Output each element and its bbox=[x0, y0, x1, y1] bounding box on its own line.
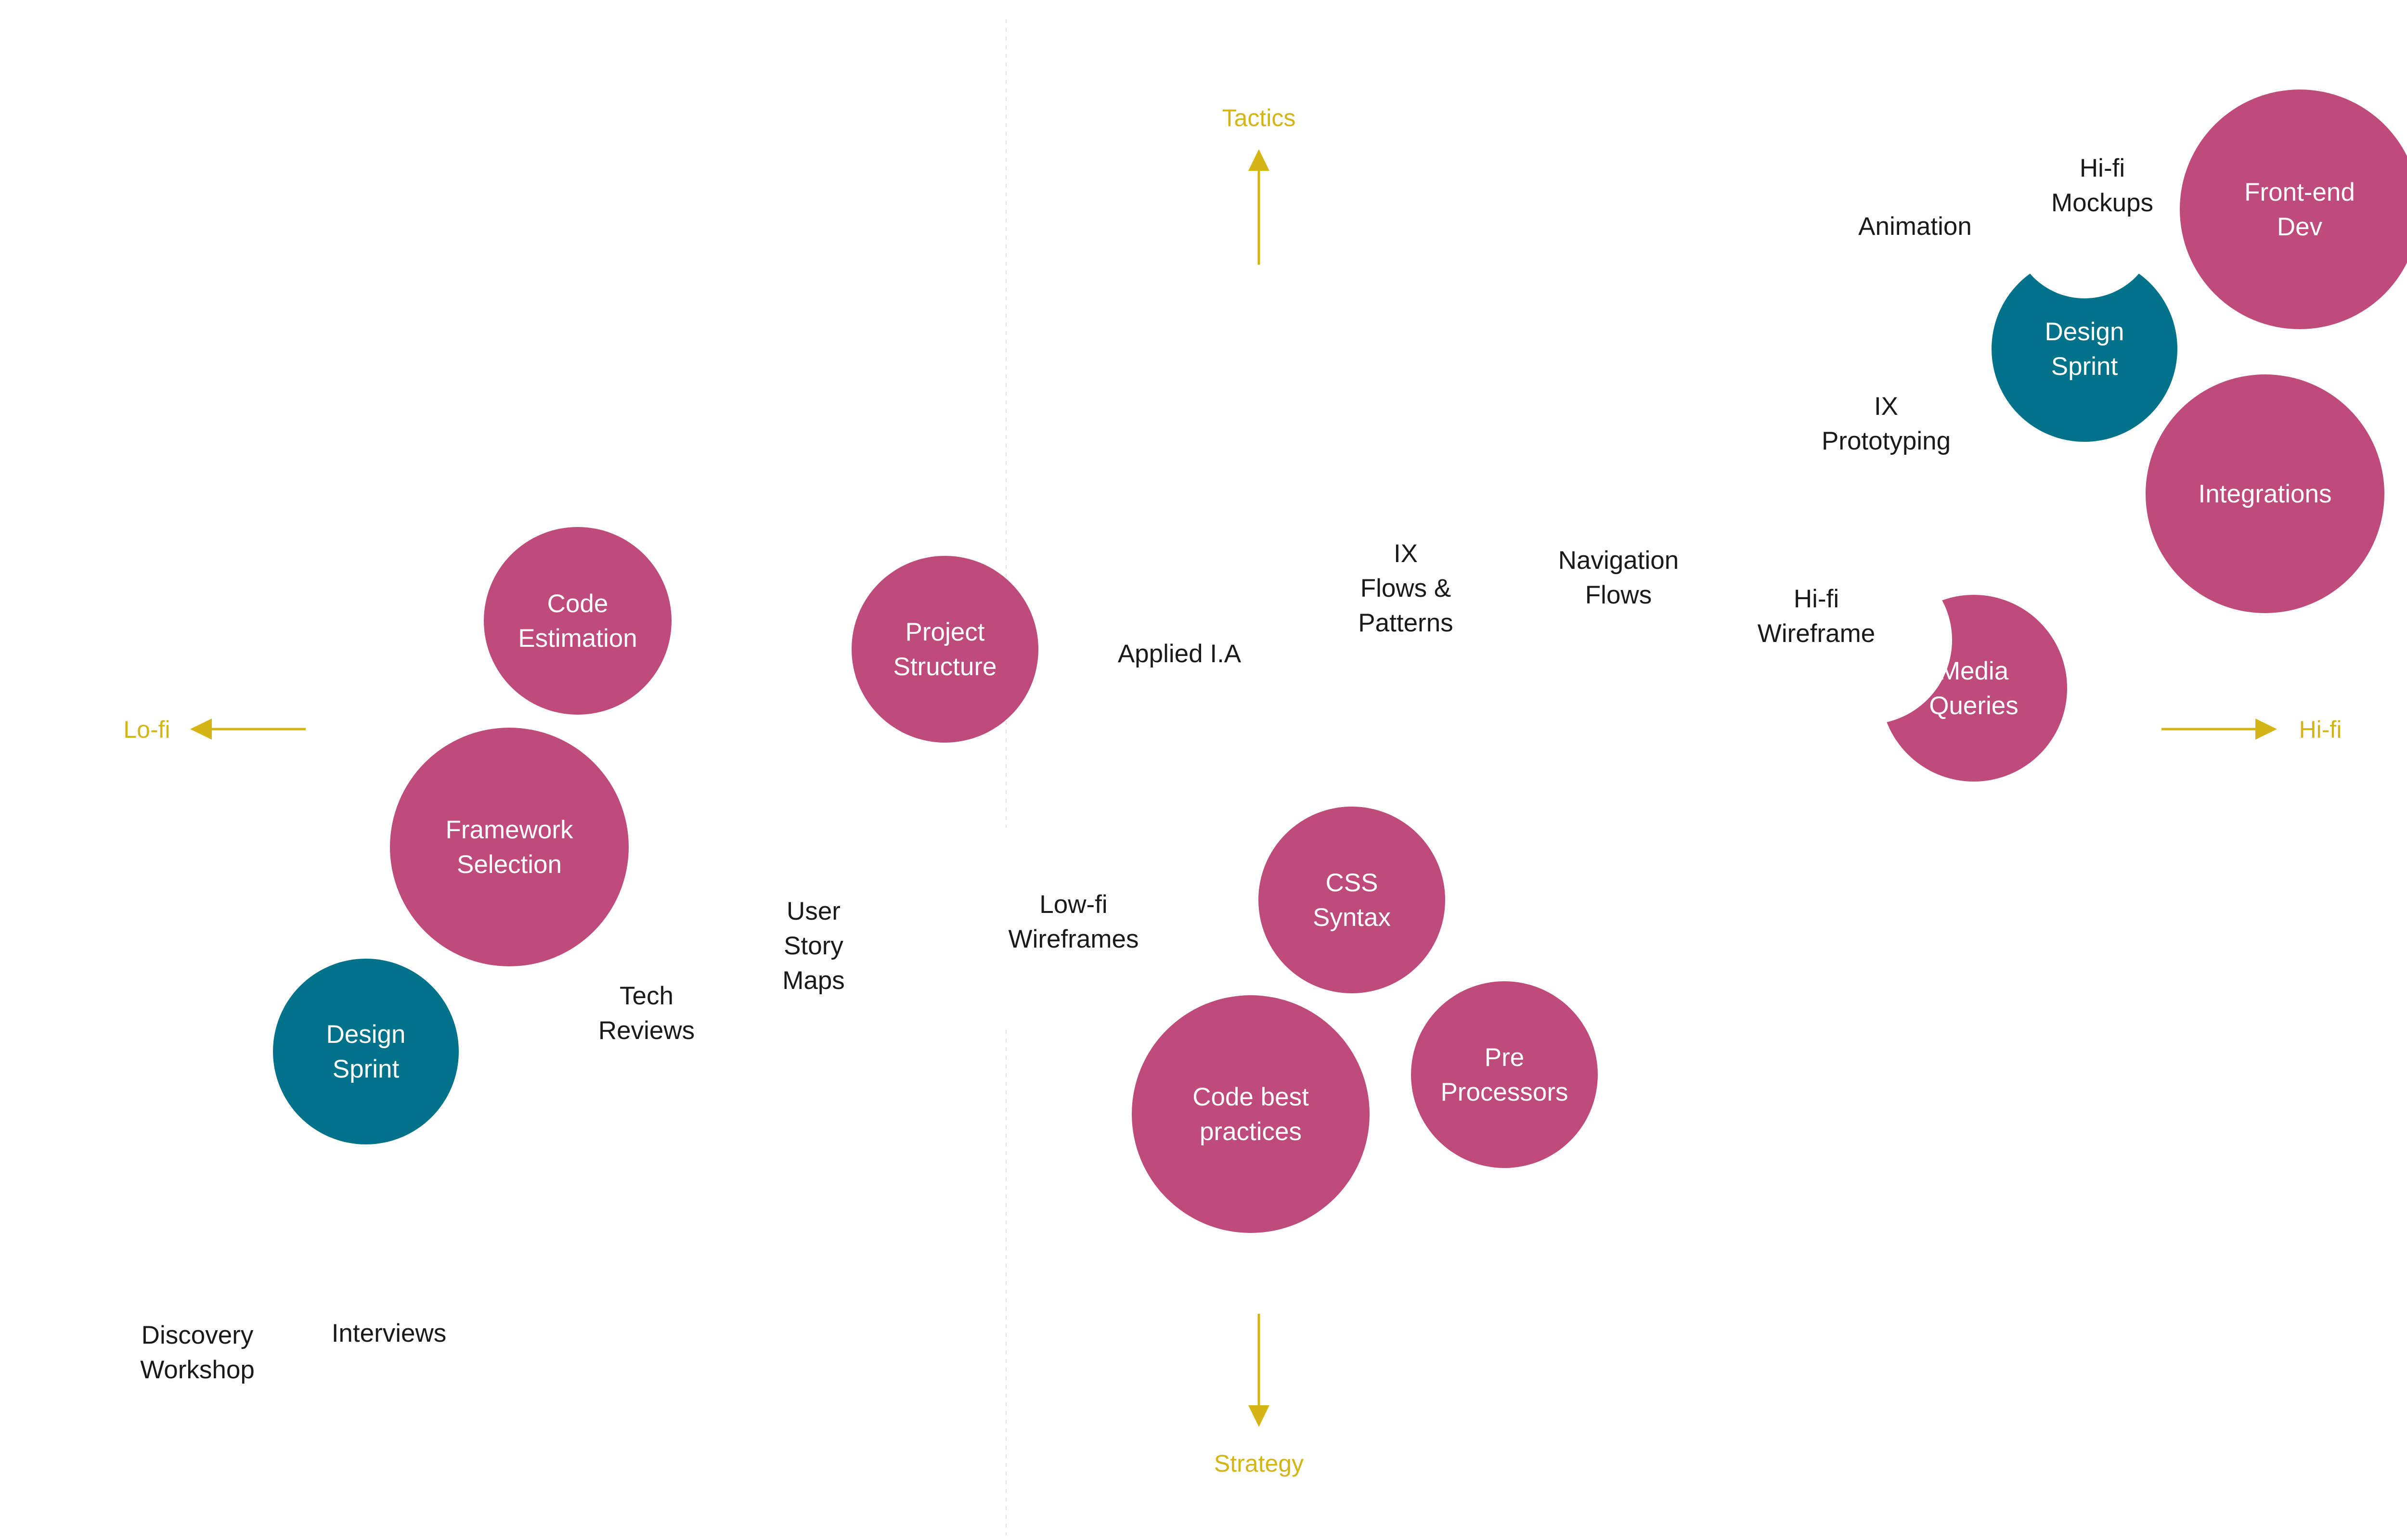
label-low-fi-wireframes-line: Low-fi bbox=[1039, 890, 1107, 919]
lofi-arrow bbox=[190, 719, 306, 740]
axis-label-hifi: Hi-fi bbox=[2299, 716, 2342, 743]
label-animation: Animation bbox=[1858, 212, 1972, 241]
circle-pre-processors-label: Pre bbox=[1485, 1043, 1524, 1072]
label-ix-flows-patterns-line: Patterns bbox=[1358, 609, 1453, 637]
label-tech-reviews-line: Reviews bbox=[598, 1016, 695, 1045]
label-user-story-maps-line: User bbox=[787, 897, 841, 925]
label-user-story-maps-line: Story bbox=[784, 932, 843, 960]
circle-media-queries-shape bbox=[1880, 595, 2067, 782]
circle-front-end-dev-label: Dev bbox=[2277, 213, 2323, 241]
circle-code-best-practices-label: Code best bbox=[1192, 1083, 1309, 1111]
label-ix-prototyping-line: Prototyping bbox=[1822, 427, 1951, 455]
label-ix-flows-patterns: IX Flows & Patterns bbox=[1358, 539, 1453, 637]
label-ix-prototyping-line: IX bbox=[1874, 392, 1898, 421]
circle-code-best-practices: Code best practices bbox=[1132, 995, 1370, 1233]
label-discovery-workshop-line: Workshop bbox=[140, 1356, 255, 1384]
axis-label-strategy: Strategy bbox=[1214, 1450, 1304, 1477]
circle-code-best-practices-shape bbox=[1132, 995, 1370, 1233]
circles-layer: CodeEstimationFrameworkSelectionDesignSp… bbox=[273, 90, 2407, 1233]
label-ix-flows-patterns-line: IX bbox=[1394, 539, 1418, 568]
axis-label-lofi: Lo-fi bbox=[123, 716, 170, 743]
label-tech-reviews-line: Tech bbox=[620, 982, 673, 1010]
circle-integrations: Integrations bbox=[2146, 374, 2384, 613]
circle-css-syntax-shape bbox=[1258, 807, 1445, 993]
circle-media-queries-label: Queries bbox=[1929, 692, 2019, 720]
axis-label-tactics: Tactics bbox=[1222, 104, 1296, 131]
circle-design-sprint-right-label: Sprint bbox=[2051, 352, 2118, 381]
circle-integrations-shape bbox=[2146, 374, 2384, 613]
circle-project-structure-shape bbox=[852, 556, 1038, 743]
circle-framework-selection-label: Framework bbox=[445, 816, 573, 844]
label-hi-fi-mockups-line: Mockups bbox=[2051, 189, 2153, 217]
circle-design-sprint-left-label: Design bbox=[326, 1020, 406, 1049]
circle-css-syntax-label: CSS bbox=[1326, 869, 1378, 897]
hifi-arrow bbox=[2161, 719, 2277, 740]
label-interviews: Interviews bbox=[332, 1319, 447, 1348]
label-applied-ia-line: Applied I.A bbox=[1118, 640, 1242, 668]
label-interviews-line: Interviews bbox=[332, 1319, 447, 1348]
tactics-arrow bbox=[1248, 149, 1269, 265]
circle-pre-processors-label: Processors bbox=[1440, 1078, 1568, 1106]
label-navigation-flows-line: Navigation bbox=[1558, 546, 1679, 575]
label-low-fi-wireframes-line: Wireframes bbox=[1009, 925, 1139, 953]
circle-code-estimation-label: Estimation bbox=[518, 624, 637, 653]
label-ix-prototyping: IX Prototyping bbox=[1822, 392, 1951, 455]
circle-media-queries-label: Media bbox=[1939, 657, 2009, 685]
circle-front-end-dev-shape bbox=[2180, 90, 2407, 329]
circle-css-syntax-label: Syntax bbox=[1313, 903, 1391, 932]
circle-integrations-label: Integrations bbox=[2199, 480, 2332, 508]
label-applied-ia: Applied I.A bbox=[1118, 640, 1242, 668]
label-hi-fi-wireframe-line: Hi-fi bbox=[1794, 585, 1839, 613]
circle-code-best-practices-label: practices bbox=[1200, 1117, 1302, 1146]
label-animation-line: Animation bbox=[1858, 212, 1972, 241]
circle-design-sprint-right-label: Design bbox=[2045, 318, 2124, 346]
circle-framework-selection-label: Selection bbox=[457, 850, 562, 879]
label-ix-flows-patterns-line: Flows & bbox=[1360, 574, 1451, 603]
circle-code-estimation-shape bbox=[484, 527, 672, 715]
circle-css-syntax: CSS Syntax bbox=[1258, 807, 1445, 993]
circle-pre-processors-shape bbox=[1411, 981, 1598, 1168]
circle-design-sprint-right-shape bbox=[1992, 256, 2177, 442]
circle-front-end-dev-label: Front-end bbox=[2244, 178, 2355, 206]
label-discovery-workshop-line: Discovery bbox=[142, 1321, 254, 1349]
circle-code-estimation-label: Code bbox=[547, 590, 608, 618]
label-user-story-maps-line: Maps bbox=[782, 966, 845, 995]
label-hi-fi-wireframe-line: Wireframe bbox=[1758, 619, 1875, 648]
circle-framework-selection-shape bbox=[390, 728, 629, 966]
circle-project-structure-label: Project bbox=[906, 618, 985, 646]
circle-design-sprint-left-label: Sprint bbox=[333, 1055, 400, 1083]
label-navigation-flows-line: Flows bbox=[1585, 581, 1652, 609]
label-hi-fi-mockups-line: Hi-fi bbox=[2080, 154, 2125, 182]
strategy-arrow bbox=[1248, 1314, 1269, 1427]
circle-project-structure-label: Structure bbox=[893, 653, 996, 681]
circle-design-sprint-left-shape bbox=[273, 959, 459, 1144]
